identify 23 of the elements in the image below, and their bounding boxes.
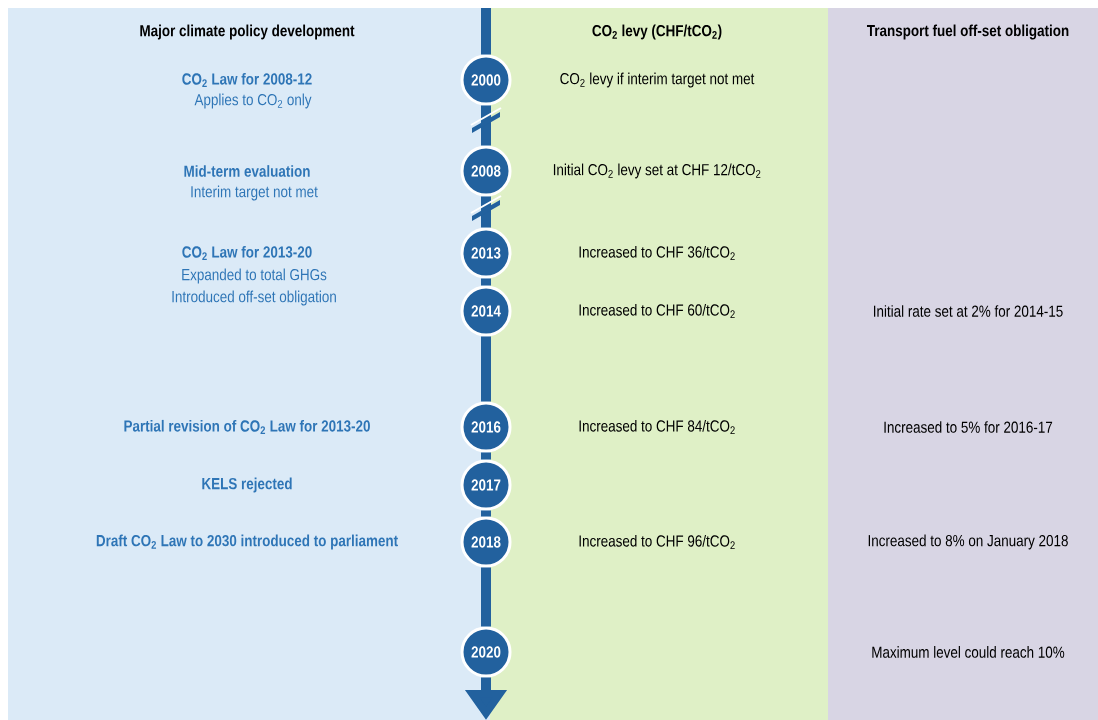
event-heading: Mid-term evaluation [184,165,310,177]
event-note: Increased to CHF 84/tCO$_{2}$ [579,419,735,435]
event-note: Initial rate set at 2% for 2014-15 [874,305,1063,317]
event-note: Increased to CHF 36/tCO$_{2}$ [579,245,735,261]
event-note: CO$_{2}$ levy if interim target not met [560,72,755,88]
event-note: Maximum level could reach 10% [872,646,1065,658]
column-heading: CO$_{2}$ levy (CHF/tCO$_{2}$) [592,24,722,40]
event-heading: Draft CO$_{2}$ Law to 2030 introduced to parliament [96,534,398,550]
event-note: Interim target not met [191,185,318,201]
event-heading: CO$_{2}$ Law for 2008-12 [182,72,312,88]
event-heading: KELS rejected [202,477,292,493]
column-heading: Major climate policy development [140,24,355,40]
event-note: Increased to CHF 96/tCO$_{2}$ [579,534,735,550]
event-note: Increased to 8% on January 2018 [868,534,1068,550]
event-note: Applies to CO$_{2}$ only [194,93,312,109]
event-note: Initial CO$_{2}$ levy set at CHF 12/tCO$_{2}$ [553,163,761,179]
event-note: Increased to 5% for 2016-17 [884,421,1053,433]
event-note: Introduced off-set obligation [172,290,336,306]
event-heading: CO$_{2}$ Law for 2013-20 [182,245,312,261]
event-note: Expanded to total GHGs [182,268,327,284]
event-heading: Partial revision of CO$_{2}$ Law for 2013-20 [124,419,370,435]
event-note: Increased to CHF 60/tCO$_{2}$ [579,303,735,319]
column-heading: Transport fuel off-set obligation [867,24,1069,40]
